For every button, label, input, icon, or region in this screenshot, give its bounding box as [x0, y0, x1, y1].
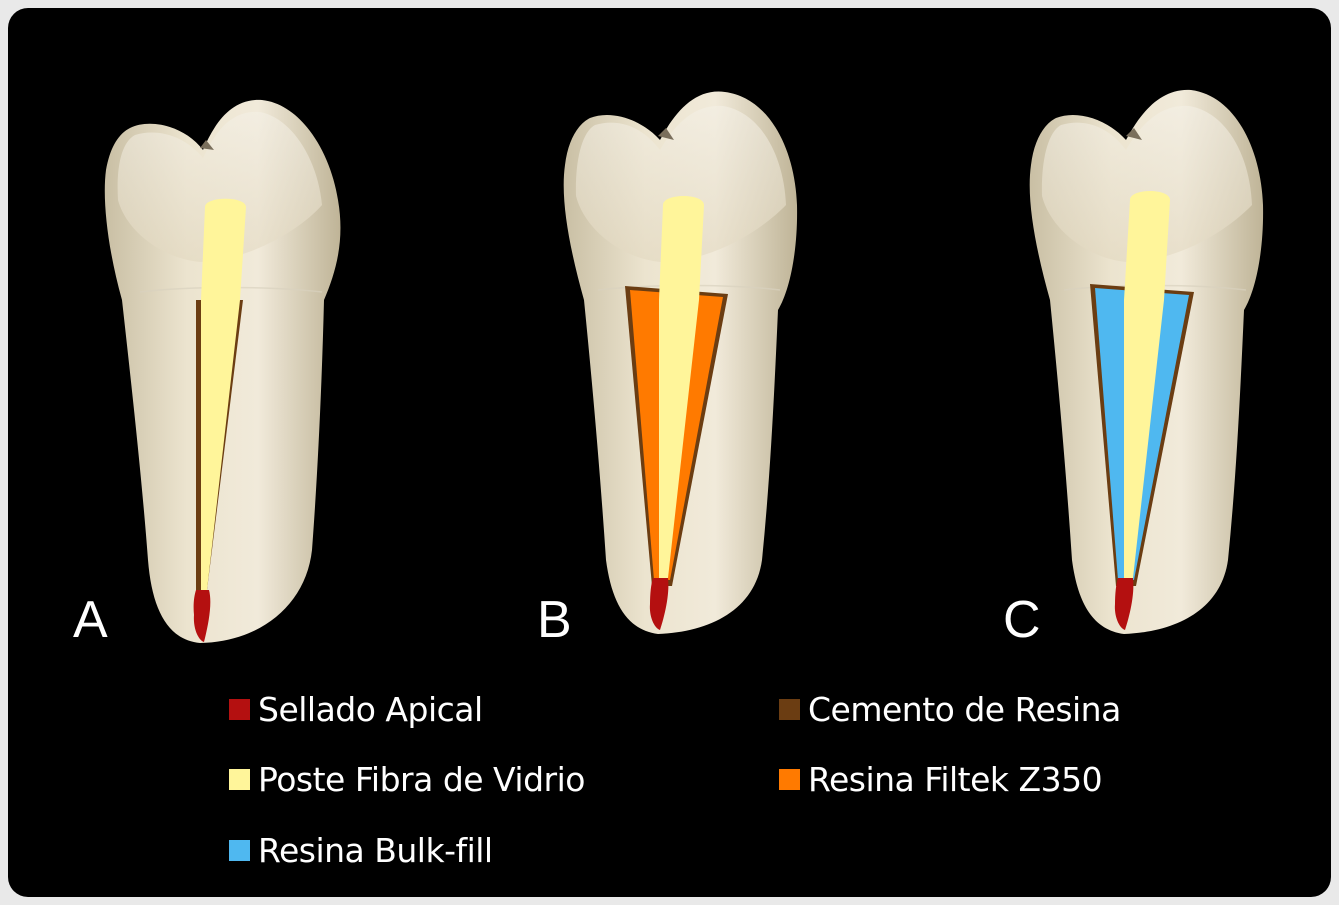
legend-label: Poste Fibra de Vidrio	[258, 760, 585, 799]
tooth-c	[1030, 90, 1263, 634]
legend-label: Resina Bulk-fill	[258, 831, 493, 870]
legend-label: Sellado Apical	[258, 690, 483, 729]
legend-swatch-orange	[779, 769, 800, 790]
legend-swatch-blue	[229, 840, 250, 861]
legend-item-poste-fibra-de-vidrio: Poste Fibra de Vidrio	[229, 759, 585, 799]
specimen-label-b: B	[537, 594, 572, 646]
specimen-label-c: C	[1003, 594, 1041, 646]
legend-swatch-brown	[779, 699, 800, 720]
figure-panel: A B C Sellado Apical Cemento de Resina P…	[8, 8, 1331, 897]
legend-label: Cemento de Resina	[808, 690, 1121, 729]
legend-item-sellado-apical: Sellado Apical	[229, 689, 483, 729]
legend-swatch-red	[229, 699, 250, 720]
legend-item-resina-filtek-z350: Resina Filtek Z350	[779, 759, 1102, 799]
legend-item-resina-bulk-fill: Resina Bulk-fill	[229, 830, 493, 870]
tooth-b	[564, 92, 797, 634]
teeth-illustration	[8, 8, 1331, 897]
legend-label: Resina Filtek Z350	[808, 760, 1102, 799]
tooth-a	[105, 100, 341, 643]
specimen-label-a: A	[73, 594, 108, 646]
legend-swatch-yellow	[229, 769, 250, 790]
legend-item-cemento-de-resina: Cemento de Resina	[779, 689, 1121, 729]
